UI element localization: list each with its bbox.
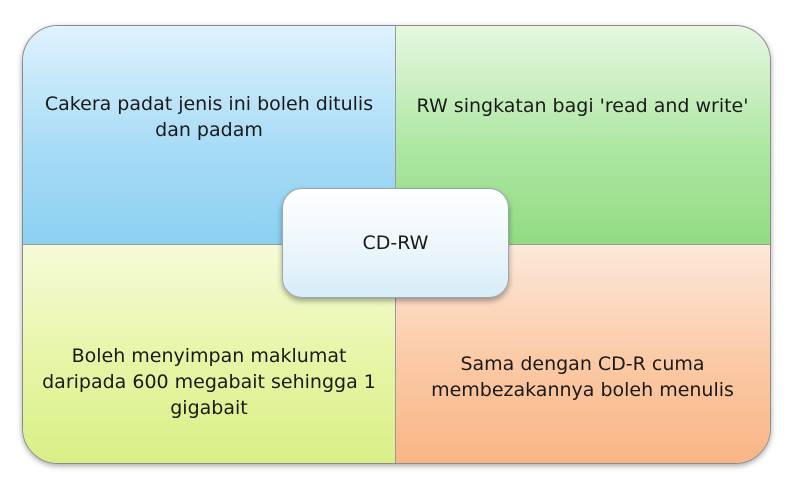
quadrant-top-right-text: RW singkatan bagi 'read and write': [416, 95, 749, 117]
quadrant-bottom-right-text: Sama dengan CD-R cuma membezakannya bole…: [431, 352, 734, 401]
quadrant-top-left-text: Cakera padat jenis ini boleh ditulis dan…: [44, 93, 374, 141]
center-label: CD-RW: [362, 232, 429, 254]
quadrant-bottom-left-text: Boleh menyimpan maklumat daripada 600 me…: [42, 344, 376, 419]
center-box: CD-RW: [282, 188, 509, 298]
matrix-diagram: Cakera padat jenis ini boleh ditulis dan…: [22, 25, 771, 464]
